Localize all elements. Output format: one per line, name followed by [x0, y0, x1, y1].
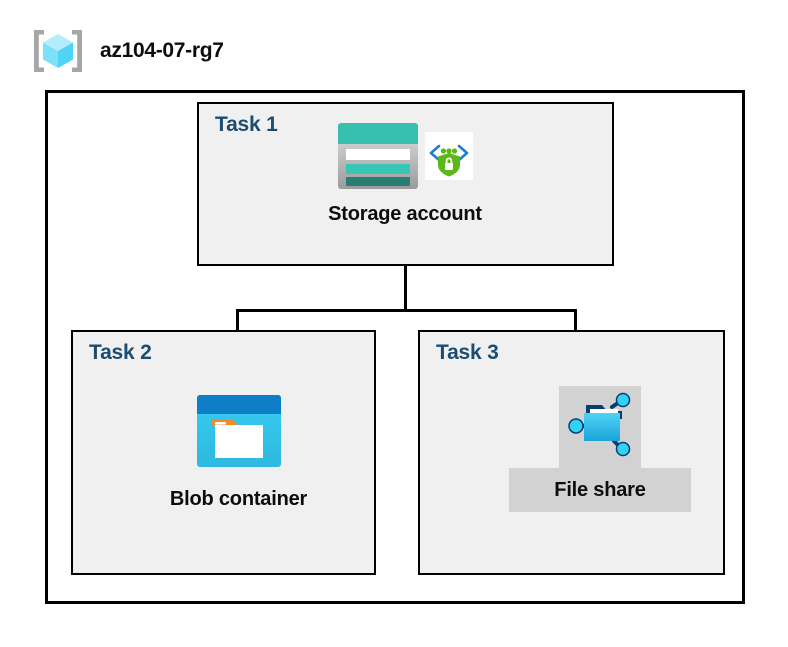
secure-transfer-shield-icon [425, 132, 473, 185]
file-share-caption: File share [554, 478, 646, 501]
node-storage-account: Storage account [290, 122, 520, 226]
file-share-icon [564, 389, 636, 466]
task-2-label: Task 2 [89, 341, 152, 364]
resource-group-icon [30, 26, 86, 76]
connector-storage-trunk [404, 239, 407, 312]
blob-container-icon [195, 393, 283, 474]
file-share-caption-highlight: File share [509, 468, 691, 512]
task-2-box: Task 2 [71, 330, 376, 575]
node-file-share: File share [507, 386, 693, 512]
node-blob-container: Blob container [146, 393, 331, 511]
blob-container-caption: Blob container [169, 488, 308, 510]
file-share-icon-highlight [559, 386, 641, 468]
storage-account-caption: Storage account [328, 203, 482, 225]
storage-account-icon [337, 122, 419, 195]
storage-account-icon-row [337, 122, 473, 195]
task-1-label: Task 1 [215, 113, 278, 136]
resource-group-name: az104-07-rg7 [100, 39, 224, 62]
task-3-label: Task 3 [436, 341, 499, 364]
resource-group-header: az104-07-rg7 [30, 26, 224, 76]
connector-horizontal-bus [236, 309, 577, 312]
